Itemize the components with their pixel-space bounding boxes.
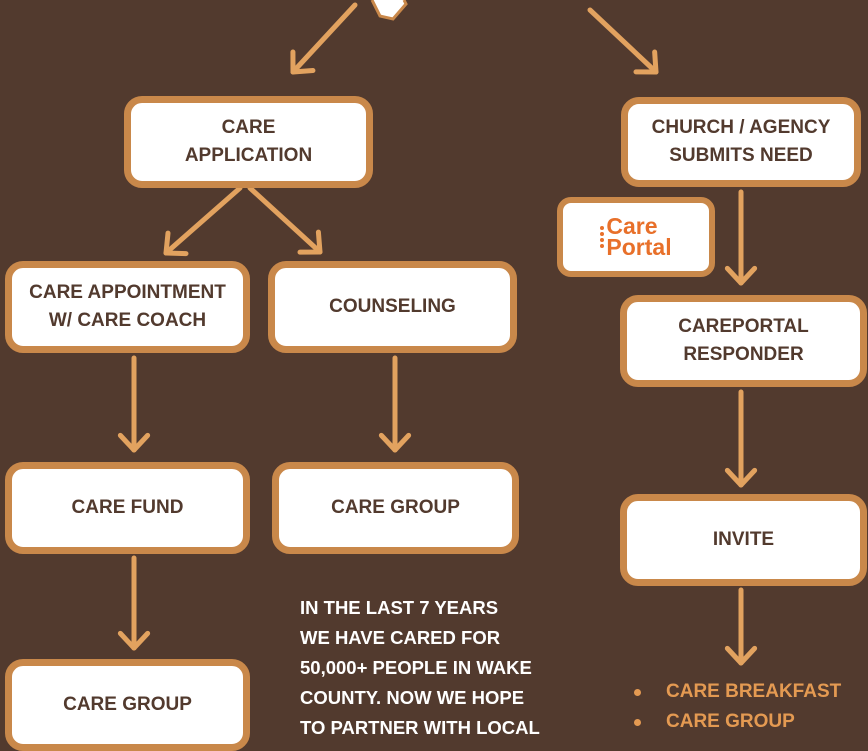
outcome-label: CARE GROUP bbox=[666, 711, 795, 732]
care-group-middle-box: CARE GROUP bbox=[272, 462, 519, 554]
logo-portal-text: Portal bbox=[606, 234, 672, 260]
care-appointment-box: CARE APPOINTMENT W/ CARE COACH bbox=[5, 261, 250, 353]
logo-care-text: Care bbox=[606, 213, 658, 239]
care-group-bottom-box: CARE GROUP bbox=[5, 659, 250, 751]
care-application-line-1: CARE bbox=[221, 117, 276, 138]
arrow-to-counseling bbox=[247, 185, 323, 255]
arrow-top-to-church-agency bbox=[587, 7, 659, 75]
arrow-counseling-to-group bbox=[378, 355, 412, 453]
arrow-church-to-responder bbox=[724, 189, 758, 286]
impact-statement: IN THE LAST 7 YEARS WE HAVE CARED FOR 50… bbox=[300, 593, 580, 743]
care-appointment-line-1: CARE APPOINTMENT bbox=[29, 282, 226, 303]
outcome-label: CARE BREAKFAST bbox=[666, 681, 842, 702]
impact-line-3: 50,000+ PEOPLE IN WAKE bbox=[300, 657, 532, 678]
impact-line-5: TO PARTNER WITH LOCAL bbox=[300, 717, 540, 738]
arrow-to-care-appointment bbox=[163, 185, 243, 257]
arrow-top-to-care-application bbox=[290, 2, 358, 75]
careportal-logo: Care Portal bbox=[557, 197, 715, 277]
impact-line-1: IN THE LAST 7 YEARS bbox=[300, 597, 499, 618]
care-group-middle-label: CARE GROUP bbox=[331, 497, 460, 518]
counseling-label: COUNSELING bbox=[329, 296, 456, 317]
impact-line-4: COUNTY. NOW WE HOPE bbox=[300, 687, 525, 708]
care-fund-box: CARE FUND bbox=[5, 462, 250, 554]
careportal-dots-icon bbox=[600, 225, 605, 249]
arrow-responder-to-invite bbox=[724, 389, 758, 488]
outcome-item: CARE BREAKFAST bbox=[634, 677, 841, 707]
impact-line-2: WE HAVE CARED FOR bbox=[300, 627, 501, 648]
top-node-fragment bbox=[370, 0, 408, 21]
bullet-icon bbox=[634, 688, 641, 696]
care-group-bottom-label: CARE GROUP bbox=[63, 694, 192, 715]
outcome-item: CARE GROUP bbox=[634, 707, 841, 737]
bullet-icon bbox=[634, 718, 641, 726]
careportal-responder-line-2: RESPONDER bbox=[683, 344, 804, 365]
counseling-box: COUNSELING bbox=[268, 261, 517, 353]
church-agency-box: CHURCH / AGENCY SUBMITS NEED bbox=[621, 97, 861, 187]
church-agency-line-1: CHURCH / AGENCY bbox=[651, 117, 831, 138]
arrow-invite-to-outcomes bbox=[724, 587, 758, 666]
care-application-line-2: APPLICATION bbox=[184, 145, 313, 166]
invite-label: INVITE bbox=[712, 529, 775, 550]
arrow-fund-to-group bbox=[117, 555, 151, 651]
care-appointment-line-2: W/ CARE COACH bbox=[48, 310, 207, 331]
careportal-responder-line-1: CAREPORTAL bbox=[678, 316, 809, 337]
church-agency-line-2: SUBMITS NEED bbox=[669, 145, 813, 166]
invite-box: INVITE bbox=[620, 494, 867, 586]
care-application-box: CARE APPLICATION bbox=[124, 96, 373, 188]
careportal-responder-box: CAREPORTAL RESPONDER bbox=[620, 295, 867, 387]
arrow-appointment-to-fund bbox=[117, 355, 151, 453]
care-fund-label: CARE FUND bbox=[71, 497, 184, 518]
outcome-list: CARE BREAKFAST CARE GROUP bbox=[634, 677, 841, 737]
